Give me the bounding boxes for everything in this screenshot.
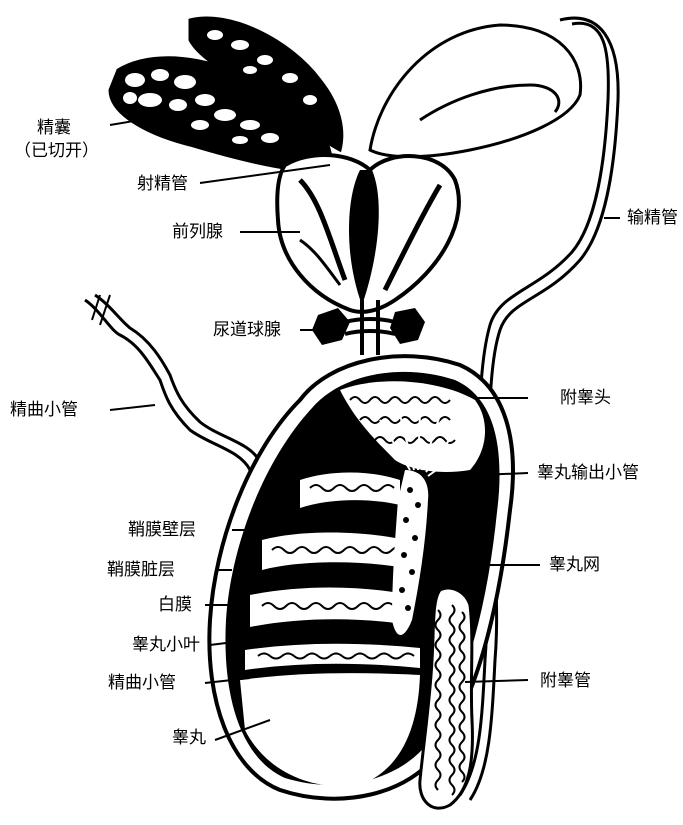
label-seminiferous-tubule-bottom: 精曲小管 (108, 673, 176, 693)
label-epididymis-head: 附睾头 (560, 388, 611, 408)
label-ejaculatory-duct: 射精管 (137, 174, 188, 194)
label-testis: 睾丸 (172, 728, 206, 748)
label-epididymis-duct: 附睾管 (540, 671, 591, 691)
label-ductus-deferens: 输精管 (627, 208, 678, 228)
label-seminiferous-tubule-top: 精曲小管 (10, 400, 78, 420)
label-testis-lobule: 睾丸小叶 (132, 635, 200, 655)
leader-seminiferous-top (110, 405, 155, 410)
label-bulbourethral-gland: 尿道球腺 (213, 320, 281, 340)
label-efferent-ductules: 睾丸输出小管 (537, 463, 639, 483)
label-seminal-vesicle: 精囊 (37, 118, 71, 138)
label-tunica-vaginalis-parietal: 鞘膜壁层 (128, 520, 196, 540)
label-prostate: 前列腺 (172, 222, 223, 242)
label-rete-testis: 睾丸网 (549, 555, 600, 575)
seminal-vesicle-right (370, 25, 581, 157)
label-tunica-albuginea: 白膜 (158, 595, 192, 615)
label-seminal-vesicle-note: （已切开） (14, 141, 99, 161)
prostate (277, 155, 459, 312)
label-tunica-vaginalis-visceral: 鞘膜脏层 (107, 560, 175, 580)
